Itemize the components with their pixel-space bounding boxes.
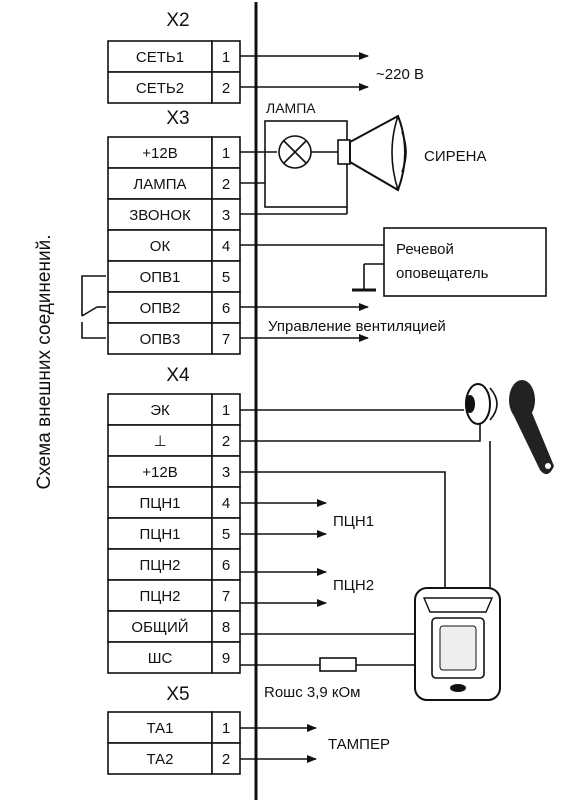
pin-number: 1 [222,402,230,419]
pin-label-cell [107,291,213,324]
pcn-wires [240,499,327,607]
ventilation-label: Управление вентиляцией [268,318,446,335]
pin-label-cell [107,393,213,426]
pin-label: +12В [142,464,177,481]
pin-number-cell [211,711,241,744]
pin-label: ТА1 [146,720,173,737]
pin-label: ЛАМПА [133,176,186,193]
pin-label: ОПВ1 [140,269,181,286]
pin-number-cell [211,610,241,643]
speaker-label-1: Речевой [396,241,454,258]
resistor-label: Rошс 3,9 кОм [264,684,360,701]
tamper-wires [240,724,317,763]
pin-number: 4 [222,238,230,255]
pin-number: 9 [222,650,230,667]
pin-label-cell [107,229,213,262]
pin-label: +12В [142,145,177,162]
pin-label: ПЦН2 [139,588,180,605]
key-fob-icon [509,380,554,475]
pin-label: ОБЩИЙ [131,618,188,636]
pin-number: 5 [222,526,230,543]
pin-number-cell [211,742,241,775]
pin-number-cell [211,579,241,612]
pin-label: ПЦН2 [139,557,180,574]
pin-label-cell [107,260,213,293]
pin-label-cell [107,711,213,744]
siren-label: СИРЕНА [424,148,486,165]
pin-label: ТА2 [146,751,173,768]
pin-label: СЕТЬ2 [136,80,184,97]
pin-label: ЗВОНОК [129,207,191,224]
connector-title: X4 [166,365,190,386]
pin-number: 7 [222,331,230,348]
pin-number: 6 [222,557,230,574]
pin-label-cell [107,322,213,355]
mains-wires [240,52,369,91]
pin-number: 2 [222,751,230,768]
pin-label: СЕТЬ1 [136,49,184,66]
pcn2-label: ПЦН2 [333,577,374,594]
pin-number-cell [211,548,241,581]
pin-number: 3 [222,207,230,224]
pin-number-cell [211,517,241,550]
key-reader-icon [465,383,498,425]
siren-icon [337,114,407,192]
pin-number: 2 [222,80,230,97]
pin-number: 6 [222,300,230,317]
speaker-label-2: оповещатель [396,265,489,282]
motion-detector-icon [414,587,501,701]
pin-label-cell [107,641,213,674]
connector-title: X5 [166,684,189,705]
pin-label-cell [107,198,213,231]
pin-label: ПЦН1 [139,495,180,512]
pin-number-cell [211,641,241,674]
pin-label-cell [107,548,213,581]
connector-title: X2 [166,10,189,31]
mains-label: ~220 В [376,66,424,83]
lamp-label: ЛАМПА [266,100,316,116]
key-reader-wires [240,409,481,442]
ventilation-wires [240,303,369,342]
pin-label-cell [107,71,213,104]
side-title: Схема внешних соединений. [34,235,55,490]
pin-label: ЭК [150,402,170,419]
pin-label: ОПВ3 [140,331,181,348]
relay-contact [81,275,106,339]
pin-label-cell [107,517,213,550]
pcn1-label: ПЦН1 [333,513,374,530]
pin-number: 1 [222,145,230,162]
pin-number: 1 [222,49,230,66]
pin-number: 5 [222,269,230,286]
pin-label: ОПВ2 [140,300,181,317]
pin-number: 1 [222,720,230,737]
pin-number: 3 [222,464,230,481]
speaker-circuit [240,227,547,297]
pin-label: ПЦН1 [139,526,180,543]
pin-number-cell [211,260,241,293]
pin-number: 4 [222,495,230,512]
connector-title: X3 [166,108,189,129]
pin-label: ШС [148,650,173,667]
pin-label: ⊥ [153,433,166,450]
pin-number: 8 [222,619,230,636]
pin-label: ОК [150,238,171,255]
lamp-icon [278,135,340,169]
pin-number: 2 [222,433,230,450]
pin-number: 7 [222,588,230,605]
detector-wires [240,441,491,672]
pin-number: 2 [222,176,230,193]
tamper-label: ТАМПЕР [328,736,390,753]
